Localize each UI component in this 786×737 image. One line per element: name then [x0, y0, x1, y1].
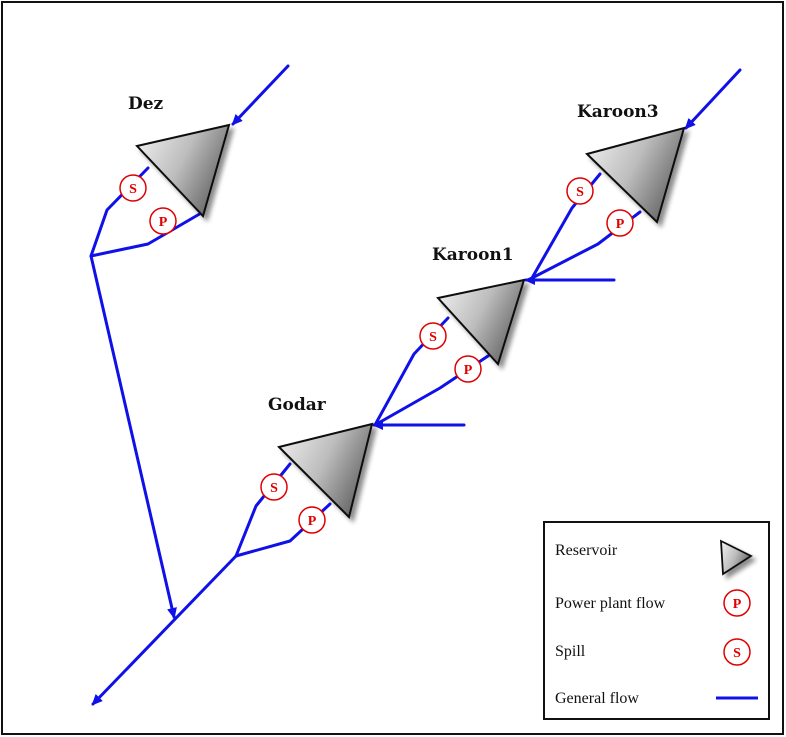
reservoir-godar-label: Godar: [268, 395, 327, 415]
reservoir-karoon3-label: Karoon3: [577, 102, 659, 122]
dez-inflow-arrow: [231, 64, 290, 126]
legend-spill-label: Spill: [555, 643, 586, 660]
power-plant-badge: P: [149, 207, 177, 235]
reservoir-dez: Dez: [128, 94, 231, 218]
svg-text:P: P: [464, 363, 473, 378]
reservoir-karoon1: Karoon1: [432, 245, 526, 366]
legend-power-plant-badge: P: [723, 589, 751, 617]
spill-badge: S: [119, 174, 147, 202]
svg-text:S: S: [429, 330, 437, 345]
karoon3-inflow-arrow: [684, 68, 742, 130]
reservoir-karoon3: Karoon3: [577, 102, 686, 224]
svg-text:S: S: [733, 646, 741, 661]
reservoir-godar-icon: [277, 422, 374, 519]
legend-reservoir-icon: [720, 539, 753, 576]
dez-power-path: [89, 210, 205, 258]
reservoir-karoon1-label: Karoon1: [432, 245, 514, 265]
legend-power-plant-flow-label: Power plant flow: [555, 595, 666, 612]
svg-text:S: S: [576, 185, 584, 200]
reservoir-dez-icon: [135, 123, 231, 218]
svg-text:P: P: [733, 597, 742, 612]
svg-text:S: S: [129, 182, 137, 197]
power-plant-badge: P: [298, 506, 326, 534]
power-plant-badge: P: [606, 209, 634, 237]
badges: S P S P S P S P: [119, 174, 634, 534]
spill-badge: S: [260, 473, 288, 501]
legend-spill-badge: S: [723, 638, 751, 666]
reservoir-karoon1-icon: [436, 278, 526, 366]
reservoir-godar: Godar: [268, 395, 374, 519]
svg-text:P: P: [308, 514, 317, 529]
legend: Reservoir Power plant flow P Spill S Gen…: [543, 521, 770, 720]
main-outflow-arrow: [91, 554, 238, 706]
power-plant-badge: P: [454, 355, 482, 383]
legend-reservoir-label: Reservoir: [555, 542, 618, 559]
reservoir-karoon3-icon: [585, 126, 686, 224]
legend-general-flow-label: General flow: [555, 690, 639, 707]
svg-text:P: P: [616, 217, 625, 232]
svg-text:P: P: [159, 215, 168, 230]
reservoir-dez-label: Dez: [128, 94, 164, 114]
spill-badge: S: [419, 322, 447, 350]
spill-badge: S: [566, 177, 594, 205]
svg-text:S: S: [270, 481, 278, 496]
dez-main-flow-arrow: [89, 254, 177, 619]
